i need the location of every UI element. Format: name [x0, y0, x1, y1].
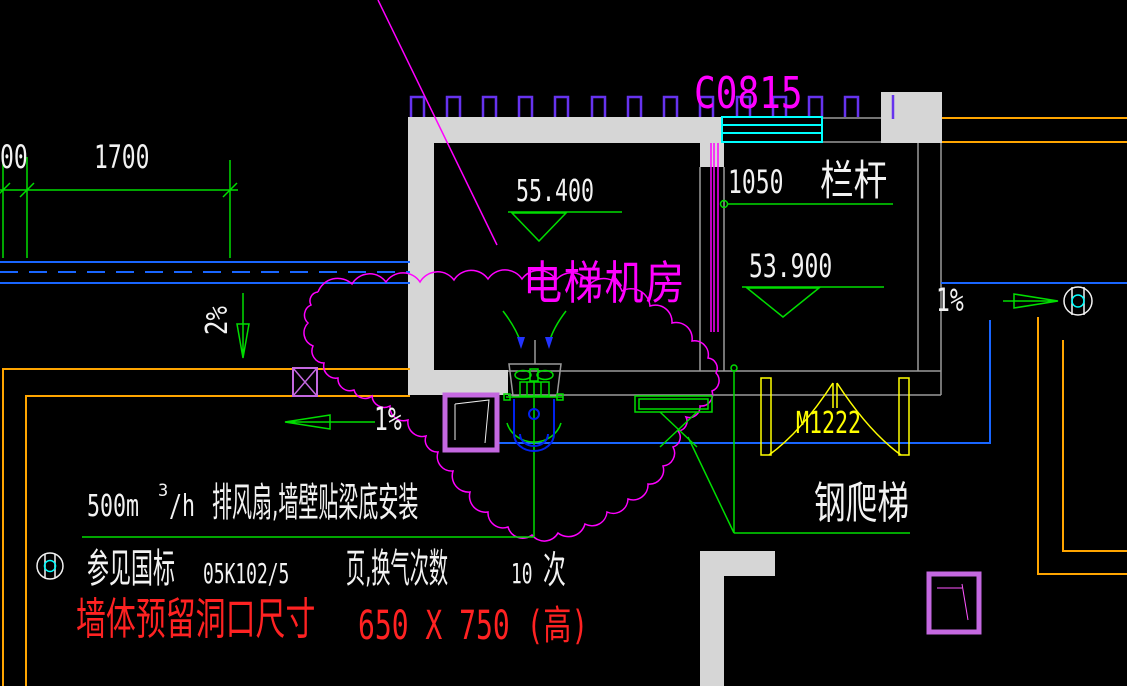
level-marker-53900 [742, 286, 884, 318]
damper-box-west [442, 392, 500, 453]
south-wall-lines [508, 370, 941, 396]
roof-edge-right-top [942, 117, 1127, 143]
fan-flow-unit: /h [169, 489, 196, 524]
rain-drain-core [1071, 294, 1085, 308]
damper-blade-southeast [937, 583, 969, 621]
wall-gap-lines [822, 117, 881, 143]
door-swing-left [768, 382, 834, 456]
roof-edge-right-outer [1037, 317, 1127, 575]
fan-note-text: 排风扇,墙壁贴梁底安装 [212, 480, 419, 526]
machine-room-west-wall [408, 117, 434, 395]
window-code-label: C0815 [694, 68, 803, 119]
airflow-arrowheads [517, 337, 553, 349]
railing-height-label: 1050 [728, 163, 784, 201]
fan-base-node-left [503, 393, 511, 401]
fan-hub [529, 368, 539, 382]
slope-arrow-east [1003, 293, 1059, 309]
door-code-label: M1222 [796, 406, 862, 441]
lower-roof-wall [700, 551, 775, 686]
slope-arrow-west [284, 414, 375, 430]
fan-hood-pivot [528, 408, 540, 420]
fan-note-leader [82, 398, 535, 538]
fan-flow-value: 500m [87, 489, 140, 524]
fan-blade-left [514, 369, 532, 381]
door-jamb-lines [710, 143, 719, 332]
ladder-name-label: 钢爬梯 [814, 478, 910, 529]
balcony-west-wall-lines [699, 167, 725, 371]
balcony-east-wall-lines [917, 143, 942, 395]
opening-size: 650 X 750 (高) [358, 603, 589, 649]
louver-opening-inner [638, 398, 709, 410]
slope-down-label: 2% [200, 306, 235, 335]
window-frame [721, 116, 823, 143]
ref-suffix: 页,换气次数 [346, 546, 449, 592]
riser-icon [36, 552, 64, 580]
damper-blade-west [454, 399, 490, 444]
ref-count: 10 [511, 557, 533, 590]
fan-hood-outer-arc [506, 422, 562, 443]
slope-west-label: 1% [374, 400, 402, 438]
riser-core [43, 559, 57, 573]
roof-edge-left-inner [25, 395, 410, 686]
riser-chords [44, 554, 56, 578]
level-room-label: 55.400 [516, 174, 595, 209]
louver-cross [659, 411, 698, 448]
fan-blade-right [536, 369, 554, 381]
door-swing-right [836, 382, 902, 456]
opening-title: 墙体预留洞口尺寸 [76, 594, 316, 645]
louver-opening [634, 395, 713, 413]
door-jamb-right [898, 377, 910, 456]
level-marker-55400 [508, 211, 622, 243]
wall-stub [700, 143, 724, 167]
parapet-ticks [409, 95, 860, 117]
roof-edge-left-outer [2, 368, 410, 686]
ladder-leader-circle [730, 364, 738, 372]
revision-cloud [303, 269, 720, 542]
fan-grille-bars [526, 382, 542, 396]
fan-hood-sides [513, 399, 555, 434]
ref-code: 05K102/5 [203, 557, 290, 590]
door-jamb-left [760, 377, 772, 456]
room-name-label: 电梯机房 [523, 256, 687, 310]
ref-unit: 次 [543, 548, 566, 592]
railing-end-circle [719, 199, 729, 209]
slope-arrow-down [236, 293, 250, 359]
fan-flow-exponent: 3 [158, 481, 169, 501]
railing-name-label: 栏杆 [820, 156, 888, 205]
corner-column [881, 92, 942, 143]
fan-hood-bowl [513, 433, 555, 452]
rain-drain-chords [1071, 287, 1085, 315]
room-leader-line [377, 0, 498, 246]
window-mullions [722, 124, 822, 134]
machine-room-north-wall [408, 117, 722, 143]
machine-room-south-wall [434, 370, 508, 395]
fan-hood-bowl-inner [519, 433, 549, 447]
roof-edge-right-inner [1062, 340, 1127, 552]
extension-lines [2, 157, 231, 258]
level-balcony-label: 53.900 [749, 247, 833, 285]
rain-drain-icon [1063, 286, 1093, 316]
ref-prefix: 参见国标 [87, 546, 175, 592]
downspout-cross [292, 367, 318, 397]
door-meeting-stile [832, 383, 838, 408]
ladder-leader [687, 371, 910, 534]
fan-base-node-right [556, 393, 564, 401]
roof-drain-line [495, 320, 991, 444]
dim-partial-label: 00 [0, 138, 28, 176]
damper-box-southeast [926, 571, 982, 635]
slope-east-label: 1% [936, 281, 964, 319]
dimension-ticks [0, 182, 238, 198]
dim-main-label: 1700 [94, 138, 150, 176]
